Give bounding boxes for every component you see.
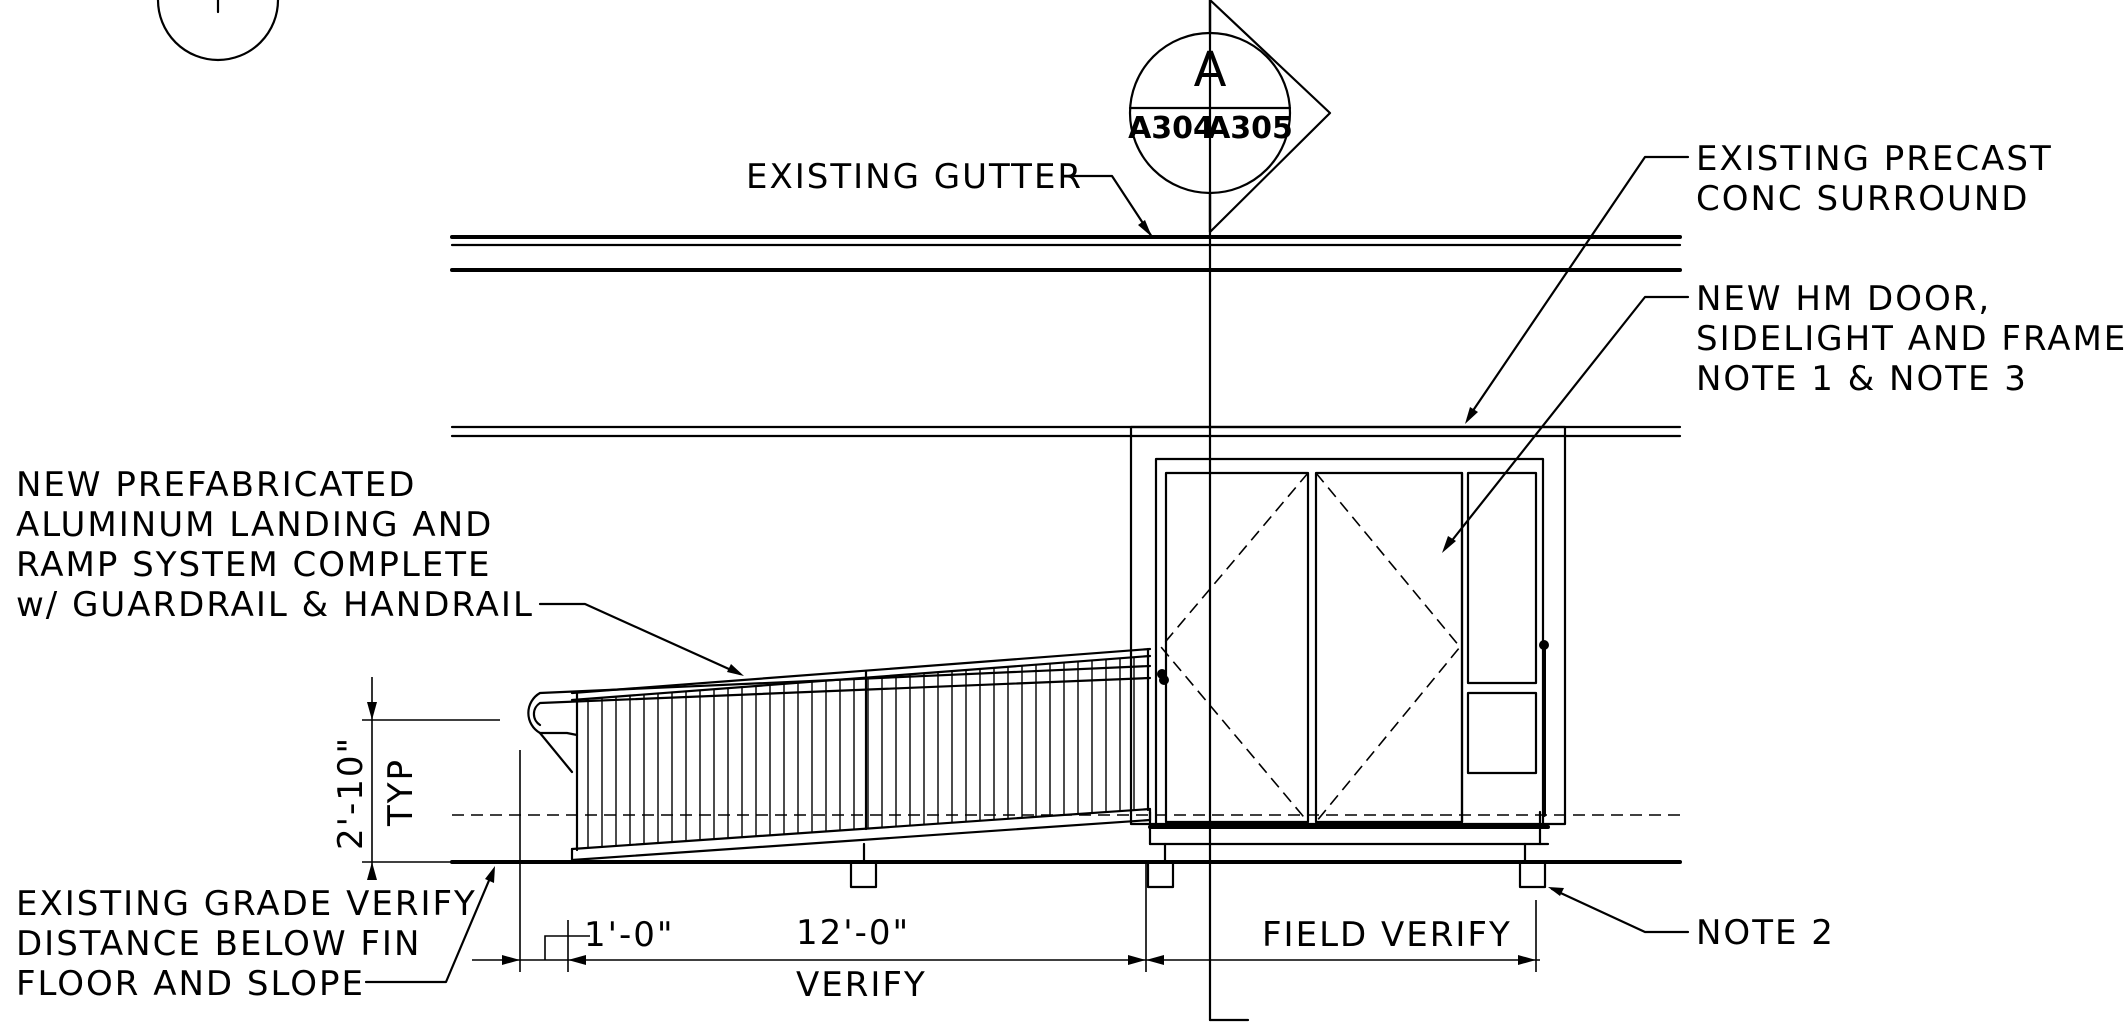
note-gutter-text: EXISTING GUTTER [746,157,1083,197]
note-existing-gutter: EXISTING GUTTER [746,157,1154,239]
note-precast-line1: EXISTING PRECAST [1696,139,2053,179]
section-sheet-right: A305 [1207,111,1293,146]
wall-band [450,425,1682,438]
note-door-line2: SIDELIGHT AND FRAME. [1696,319,2126,359]
note-door-line3: NOTE 1 & NOTE 3 [1696,359,2028,399]
section-sheet-left: A304 [1128,111,1214,146]
height-qualifier-text: TYP [381,758,421,827]
door-frame [1154,457,1545,829]
ramp-deck [570,807,1152,862]
note-ramp-line4: w/ GUARDRAIL & HANDRAIL [16,585,534,625]
horizontal-dimensions: 1'-0" 12'-0" VERIFY FIELD VERIFY [472,750,1540,1005]
existing-gutter-lines [450,235,1682,272]
note-ramp-line3: RAMP SYSTEM COMPLETE [16,545,492,585]
note-ramp-system: NEW PREFABRICATED ALUMINUM LANDING AND R… [16,465,744,676]
note-grade-line1: EXISTING GRADE VERIFY [16,884,477,924]
note-door-line1: NEW HM DOOR, [1696,279,1991,319]
note-ramp-line1: NEW PREFABRICATED [16,465,416,505]
note-existing-precast: EXISTING PRECAST CONC SURROUND [1465,139,2053,424]
note-grade-line3: FLOOR AND SLOPE [16,964,365,1004]
note-new-door: NEW HM DOOR, SIDELIGHT AND FRAME. NOTE 1… [1442,279,2126,553]
guardrail [570,647,1152,852]
note-existing-grade: EXISTING GRADE VERIFY DISTANCE BELOW FIN… [16,866,495,1004]
note-2: NOTE 2 [1548,887,1835,953]
landing-dimension-text: FIELD VERIFY [1262,915,1512,955]
height-dimension-text: 2'-10" [331,736,371,850]
ramp-length-dimension-text: 12'-0" [796,913,910,953]
note-ramp-line2: ALUMINUM LANDING AND [16,505,493,545]
handrail [527,664,1167,774]
section-cut-marker: A A304 A305 [1128,0,1332,1022]
door-swing-indicators [1159,472,1462,823]
section-letter: A [1194,42,1227,98]
note-grade-line2: DISTANCE BELOW FIN [16,924,421,964]
ramp-length-note-text: VERIFY [796,965,927,1005]
partial-section-marker [156,0,280,62]
note-precast-line2: CONC SURROUND [1696,179,2029,219]
door-hardware [1159,640,1549,817]
note-2-text: NOTE 2 [1696,913,1835,953]
height-dimension: 2'-10" TYP [331,677,500,880]
precast-concrete-surround [1129,425,1567,826]
extension-dimension-text: 1'-0" [584,915,675,955]
footings [849,842,1547,889]
